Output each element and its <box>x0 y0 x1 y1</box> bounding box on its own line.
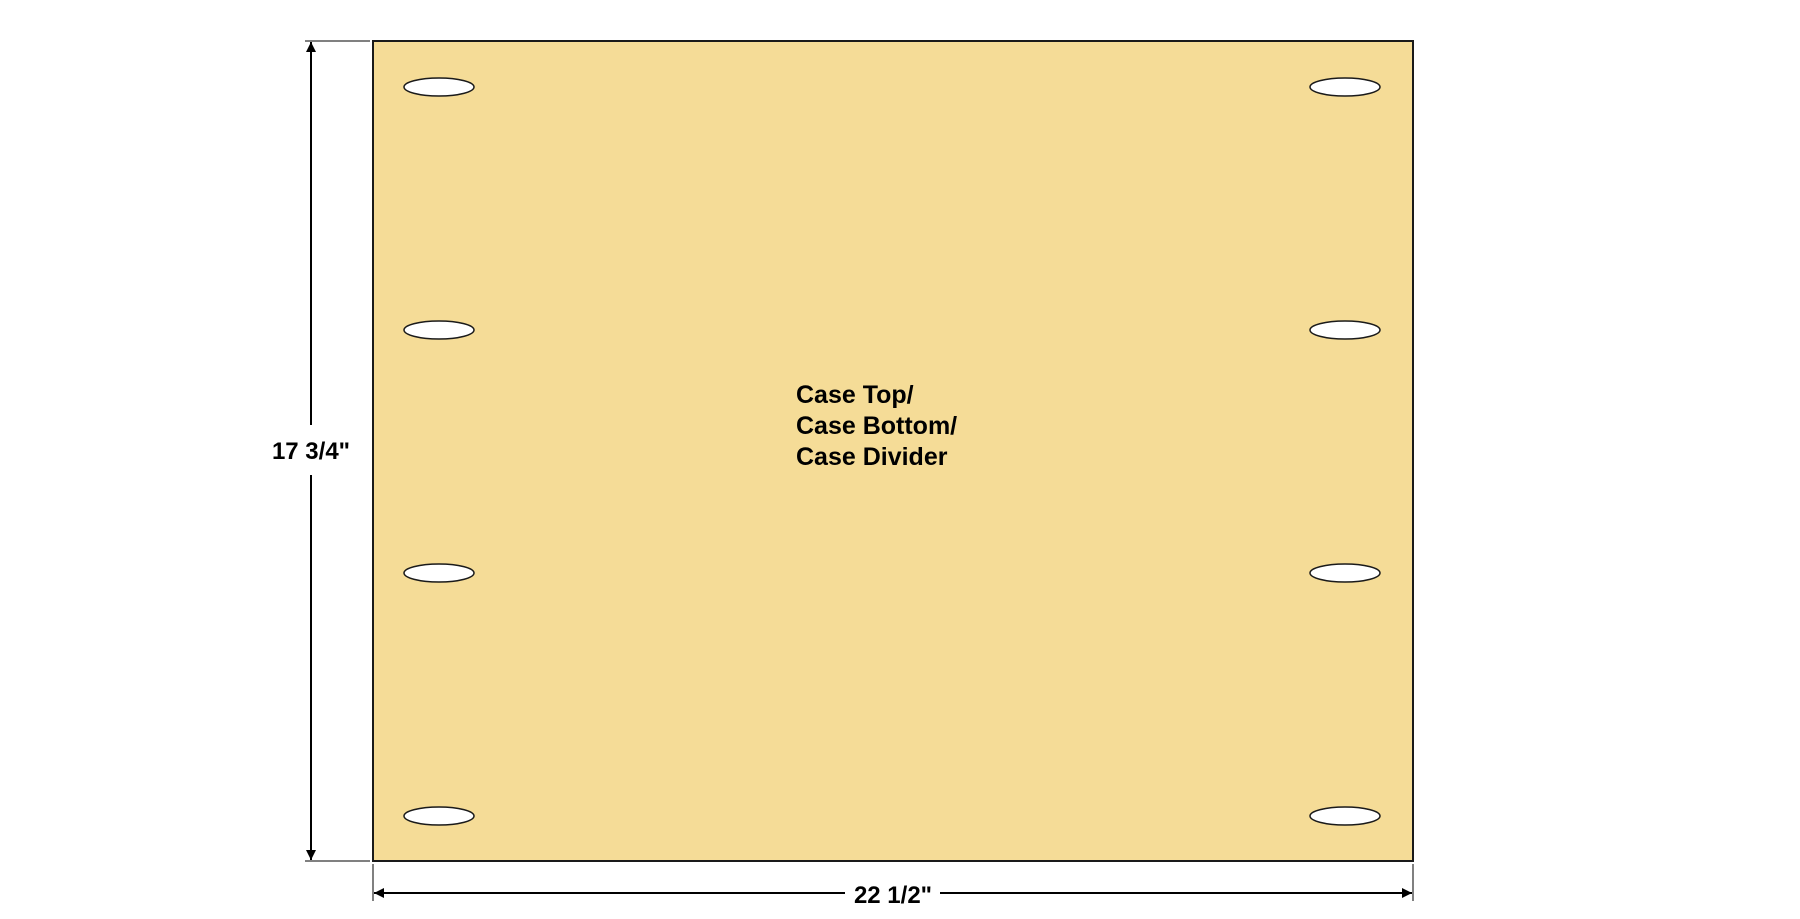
part-label-line-1: Case Top/ <box>796 381 914 409</box>
part-label-line-3: Case Divider <box>796 443 948 471</box>
height-dimension-label: 17 3/4" <box>272 438 350 465</box>
pocket-hole-left-2 <box>403 320 475 340</box>
pocket-hole-right-4 <box>1309 806 1381 826</box>
width-dimension-label: 22 1/2" <box>854 882 932 909</box>
pocket-holes-group <box>403 77 1381 826</box>
pocket-hole-left-4 <box>403 806 475 826</box>
pocket-hole-right-1 <box>1309 77 1381 97</box>
pocket-hole-left-3 <box>403 563 475 583</box>
board-panel <box>372 40 1414 862</box>
pocket-hole-left-1 <box>403 77 475 97</box>
width-label-background <box>848 878 938 910</box>
pocket-hole-right-2 <box>1309 320 1381 340</box>
pocket-hole-right-3 <box>1309 563 1381 583</box>
part-label-line-2: Case Bottom/ <box>796 412 957 440</box>
part-label: Case Top/ Case Bottom/ Case Divider <box>796 381 964 471</box>
height-label-background <box>266 435 356 465</box>
